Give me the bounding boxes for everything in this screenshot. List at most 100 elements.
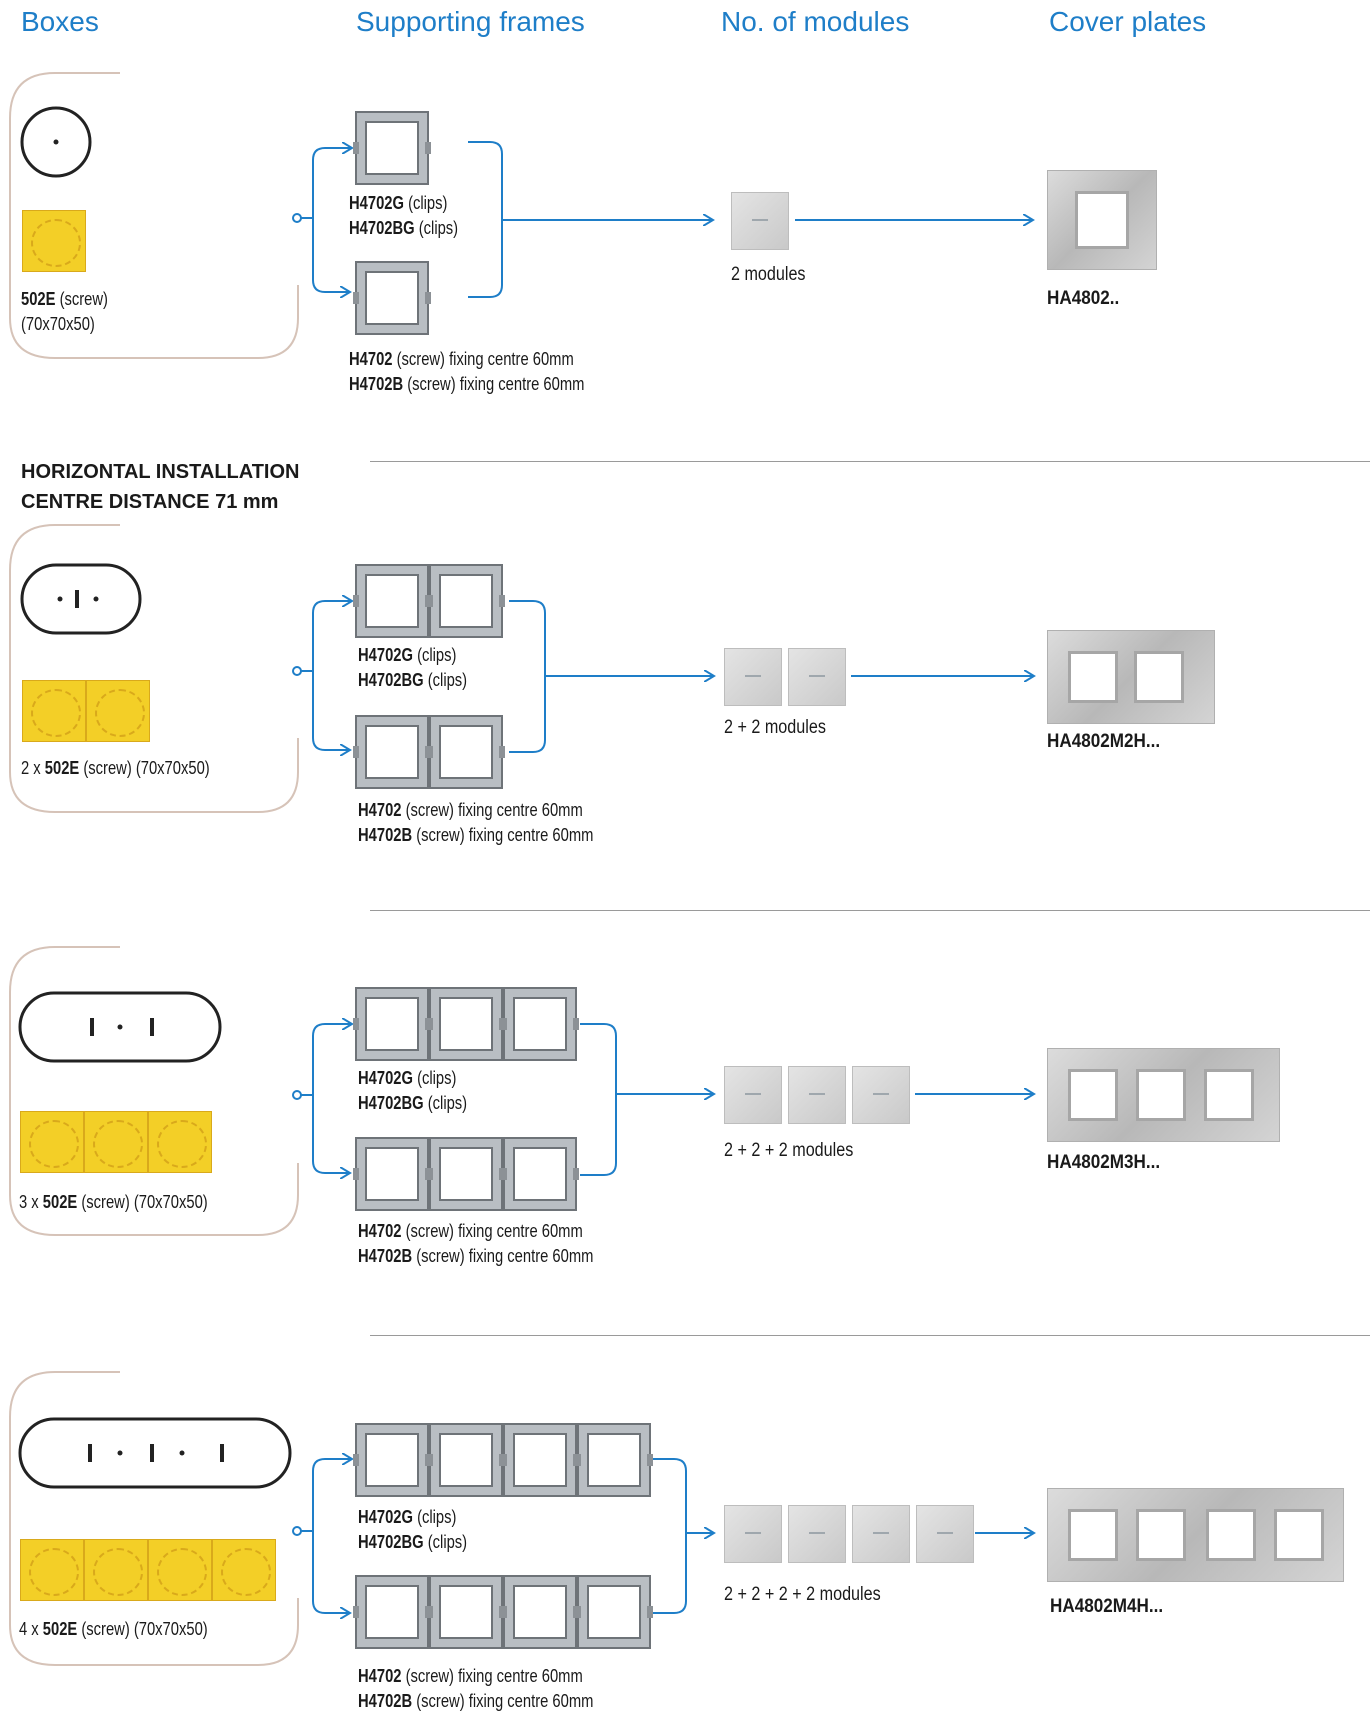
clip-frame-label: H4702G (clips) H4702BG (clips) <box>358 1505 467 1555</box>
screw2-code: H4702B <box>349 374 404 394</box>
clip2-rest: (clips) <box>414 218 459 238</box>
screw1-rest: (screw) fixing centre 60mm <box>401 800 583 820</box>
box-prefix: 3 x <box>19 1192 43 1212</box>
header-cover-plates: Cover plates <box>1049 6 1207 37</box>
screw2-rest: (screw) fixing centre 60mm <box>403 374 585 394</box>
box-rest: (screw) <box>55 289 108 309</box>
cover-plate-code: HA4802M2H... <box>1047 731 1161 752</box>
cover-plate-code: HA4802M3H... <box>1047 1152 1161 1173</box>
screw2-code: H4702B <box>358 825 413 845</box>
module-icon <box>788 1505 846 1563</box>
screw1-rest: (screw) fixing centre 60mm <box>401 1666 583 1686</box>
box-rest: (screw) (70x70x50) <box>77 1192 208 1212</box>
screw2-code: H4702B <box>358 1691 413 1711</box>
box-dimensions: (70x70x50) <box>21 314 95 334</box>
clip-frame-label: H4702G (clips) H4702BG (clips) <box>358 643 467 693</box>
box-label: 502E (screw) (70x70x50) <box>21 287 108 337</box>
screw-frame-label: H4702 (screw) fixing centre 60mm H4702B … <box>358 798 593 848</box>
yellow-box-icon <box>20 1111 84 1173</box>
section-title-line1: HORIZONTAL INSTALLATION <box>21 461 300 483</box>
clip2-rest: (clips) <box>423 1532 468 1552</box>
screw1-rest: (screw) fixing centre 60mm <box>401 1221 583 1241</box>
clip-frame-label: H4702G (clips) H4702BG (clips) <box>358 1066 467 1116</box>
box-prefix: 4 x <box>19 1619 43 1639</box>
clip2-code: H4702BG <box>358 1532 424 1552</box>
header-no-of-modules: No. of modules <box>721 6 910 37</box>
clip2-code: H4702BG <box>358 1093 424 1113</box>
screw2-rest: (screw) fixing centre 60mm <box>412 1246 594 1266</box>
screw2-rest: (screw) fixing centre 60mm <box>412 825 594 845</box>
divider <box>370 461 1370 462</box>
screw1-code: H4702 <box>358 1221 402 1241</box>
module-icon <box>852 1505 910 1563</box>
screw-frame-label: H4702 (screw) fixing centre 60mm H4702B … <box>358 1219 593 1269</box>
modules-label: 2 modules <box>731 264 806 285</box>
yellow-box-icon <box>212 1539 276 1601</box>
yellow-box-icon <box>84 1539 148 1601</box>
module-icon <box>788 1066 846 1124</box>
clip1-rest: (clips) <box>403 193 448 213</box>
clip2-rest: (clips) <box>423 1093 468 1113</box>
cover-plate-code: HA4802M4H... <box>1050 1596 1164 1617</box>
screw-frame-label: H4702 (screw) fixing centre 60mm H4702B … <box>358 1664 593 1714</box>
header-supporting-frames: Supporting frames <box>356 6 585 37</box>
yellow-box-icon <box>20 1539 84 1601</box>
module-icon <box>788 648 846 706</box>
module-icon <box>724 648 782 706</box>
clip1-code: H4702G <box>358 1507 413 1527</box>
screw2-code: H4702B <box>358 1246 413 1266</box>
yellow-box-icon <box>22 210 86 272</box>
clip1-code: H4702G <box>358 645 413 665</box>
yellow-box-icon <box>86 680 150 742</box>
box-code: 502E <box>44 758 80 778</box>
screw1-code: H4702 <box>349 349 393 369</box>
module-icon <box>852 1066 910 1124</box>
divider <box>370 1335 1370 1336</box>
section-title: HORIZONTAL INSTALLATION CENTRE DISTANCE … <box>21 457 300 517</box>
module-icon <box>731 192 789 250</box>
box-prefix: 2 x <box>21 758 45 778</box>
clip1-code: H4702G <box>349 193 404 213</box>
box-code: 502E <box>21 289 56 309</box>
clip1-rest: (clips) <box>412 645 457 665</box>
yellow-box-icon <box>148 1111 212 1173</box>
clip1-rest: (clips) <box>412 1068 457 1088</box>
screw1-rest: (screw) fixing centre 60mm <box>392 349 574 369</box>
box-code: 502E <box>42 1192 78 1212</box>
cover-plate-image <box>1047 1488 1344 1582</box>
clip2-rest: (clips) <box>423 670 468 690</box>
screw1-code: H4702 <box>358 1666 402 1686</box>
header-boxes: Boxes <box>21 6 99 37</box>
cover-plate-code: HA4802.. <box>1047 288 1120 309</box>
yellow-box-icon <box>84 1111 148 1173</box>
clip1-rest: (clips) <box>412 1507 457 1527</box>
box-code: 502E <box>42 1619 78 1639</box>
clip2-code: H4702BG <box>358 670 424 690</box>
clip1-code: H4702G <box>358 1068 413 1088</box>
module-icon <box>724 1066 782 1124</box>
cover-plate-image <box>1047 1048 1280 1142</box>
box-rest: (screw) (70x70x50) <box>79 758 210 778</box>
module-icon <box>916 1505 974 1563</box>
yellow-box-icon <box>148 1539 212 1601</box>
screw-frame-label: H4702 (screw) fixing centre 60mm H4702B … <box>349 347 584 397</box>
cover-plate-image <box>1047 630 1215 724</box>
clip-frame-label: H4702G (clips) H4702BG (clips) <box>349 191 458 241</box>
cover-plate-image <box>1047 170 1157 270</box>
divider <box>370 910 1370 911</box>
clip2-code: H4702BG <box>349 218 415 238</box>
box-rest: (screw) (70x70x50) <box>77 1619 208 1639</box>
box-label: 4 x 502E (screw) (70x70x50) <box>19 1617 208 1642</box>
modules-label: 2 + 2 + 2 modules <box>724 1140 854 1161</box>
modules-label: 2 + 2 modules <box>724 717 826 738</box>
screw1-code: H4702 <box>358 800 402 820</box>
yellow-box-icon <box>22 680 86 742</box>
section-title-line2: CENTRE DISTANCE 71 mm <box>21 491 279 513</box>
modules-label: 2 + 2 + 2 + 2 modules <box>724 1584 881 1605</box>
module-icon <box>724 1505 782 1563</box>
screw2-rest: (screw) fixing centre 60mm <box>412 1691 594 1711</box>
box-label: 2 x 502E (screw) (70x70x50) <box>21 756 210 781</box>
box-label: 3 x 502E (screw) (70x70x50) <box>19 1190 208 1215</box>
